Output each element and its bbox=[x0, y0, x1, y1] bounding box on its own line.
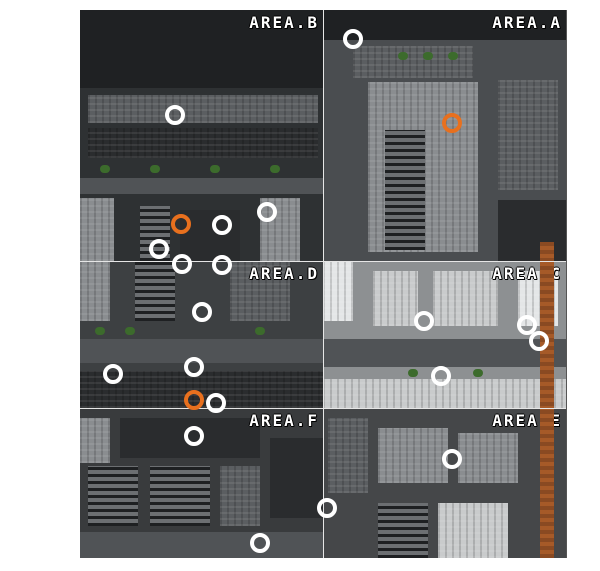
map-building bbox=[328, 418, 368, 493]
map-building bbox=[220, 466, 260, 526]
map-building bbox=[353, 46, 473, 78]
location-marker[interactable] bbox=[257, 202, 277, 222]
map-tree bbox=[423, 52, 433, 60]
location-marker[interactable] bbox=[212, 255, 232, 275]
map-tree bbox=[210, 165, 220, 173]
map-road bbox=[80, 339, 323, 363]
area-d-label: AREA.D bbox=[249, 264, 319, 283]
map-building bbox=[80, 261, 110, 321]
location-marker[interactable] bbox=[184, 357, 204, 377]
map-building bbox=[458, 433, 518, 483]
map-building bbox=[323, 261, 353, 321]
map-building bbox=[135, 261, 175, 321]
location-marker[interactable] bbox=[250, 533, 270, 553]
map-terrain bbox=[323, 10, 566, 40]
map-building bbox=[438, 503, 508, 558]
grid-line-horizontal bbox=[80, 408, 566, 409]
location-marker[interactable] bbox=[517, 315, 537, 335]
map-rail bbox=[540, 242, 554, 558]
location-marker[interactable] bbox=[103, 364, 123, 384]
city-map: AREA.B AREA.A AREA.D AREA.C bbox=[80, 10, 567, 558]
map-road bbox=[80, 532, 323, 558]
map-road bbox=[80, 178, 323, 194]
map-tree bbox=[398, 52, 408, 60]
map-building bbox=[150, 466, 210, 526]
location-marker[interactable] bbox=[317, 498, 337, 518]
map-building bbox=[88, 466, 138, 526]
highlighted-location-marker[interactable] bbox=[171, 214, 191, 234]
location-marker[interactable] bbox=[414, 311, 434, 331]
location-marker[interactable] bbox=[442, 449, 462, 469]
map-tree bbox=[150, 165, 160, 173]
location-marker[interactable] bbox=[529, 331, 549, 351]
location-marker[interactable] bbox=[431, 366, 451, 386]
area-b-label: AREA.B bbox=[249, 13, 319, 32]
map-building bbox=[80, 198, 114, 261]
location-marker[interactable] bbox=[165, 105, 185, 125]
highlighted-location-marker[interactable] bbox=[442, 113, 462, 133]
location-marker[interactable] bbox=[192, 302, 212, 322]
map-tree bbox=[100, 165, 110, 173]
map-building bbox=[88, 95, 318, 123]
map-building bbox=[88, 128, 318, 158]
map-road bbox=[323, 339, 566, 367]
location-marker[interactable] bbox=[149, 239, 169, 259]
map-building bbox=[433, 271, 498, 326]
map-terrain bbox=[80, 10, 323, 88]
area-f: AREA.F bbox=[80, 408, 323, 558]
map-building bbox=[378, 503, 428, 558]
area-e: AREA.E bbox=[323, 408, 566, 558]
map-tree bbox=[473, 369, 483, 377]
map-tree bbox=[408, 369, 418, 377]
map-tree bbox=[95, 327, 105, 335]
location-marker[interactable] bbox=[184, 426, 204, 446]
grid-line-vertical bbox=[323, 10, 324, 558]
location-marker[interactable] bbox=[212, 215, 232, 235]
map-building bbox=[378, 428, 448, 483]
map-building bbox=[260, 198, 300, 261]
area-d: AREA.D bbox=[80, 261, 323, 408]
map-building bbox=[270, 438, 323, 518]
highlighted-location-marker[interactable] bbox=[184, 390, 204, 410]
location-marker[interactable] bbox=[206, 393, 226, 413]
map-building bbox=[385, 130, 425, 250]
area-b: AREA.B bbox=[80, 10, 323, 261]
map-tree bbox=[270, 165, 280, 173]
map-tree bbox=[448, 52, 458, 60]
map-tree bbox=[125, 327, 135, 335]
map-building bbox=[498, 80, 558, 190]
area-f-label: AREA.F bbox=[249, 411, 319, 430]
map-building bbox=[373, 271, 418, 326]
location-marker[interactable] bbox=[172, 254, 192, 274]
area-a: AREA.A bbox=[323, 10, 566, 261]
map-building bbox=[230, 261, 290, 321]
map-building bbox=[80, 418, 110, 463]
grid-line-horizontal bbox=[80, 261, 566, 262]
area-a-label: AREA.A bbox=[492, 13, 562, 32]
location-marker[interactable] bbox=[343, 29, 363, 49]
map-building bbox=[498, 200, 566, 261]
map-tree bbox=[255, 327, 265, 335]
